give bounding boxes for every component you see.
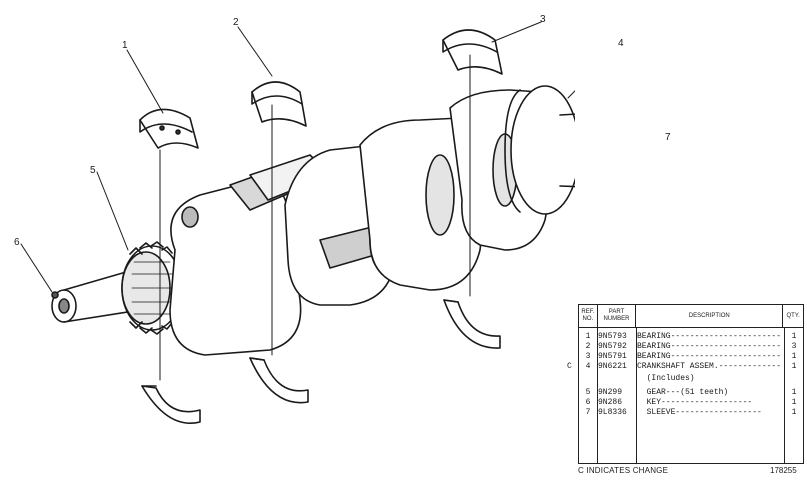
header-part-number: PART NUMBER (598, 305, 637, 327)
row-qty: 1 (791, 332, 797, 341)
change-indicator-note: C INDICATES CHANGE (578, 466, 669, 475)
header-ref-no: REF. NO. (579, 305, 598, 327)
table-row: 7 9L8336 SLEEVE------------------ 1 (579, 408, 803, 418)
row-qty: 1 (791, 352, 797, 361)
upper-bearing-3 (442, 29, 503, 75)
row-description: GEAR---(51 teeth) (637, 388, 729, 397)
timing-gear (121, 241, 183, 335)
row-description: CRANKSHAFT ASSEM.------------- (637, 362, 782, 371)
row-qty: 1 (791, 398, 797, 407)
row-description: BEARING----------------------- (637, 352, 782, 361)
crankshaft-body (169, 85, 575, 356)
row-part-number: 9N286 (598, 398, 623, 407)
shaft-nose (51, 267, 141, 323)
change-marker: C (567, 362, 572, 371)
row-part-number: 9N6221 (598, 362, 627, 371)
parts-list-table: REF. NO. PART NUMBER DESCRIPTION QTY. 1 … (567, 304, 804, 464)
row-ref: 1 (585, 332, 591, 341)
row-description: BEARING----------------------- (637, 342, 782, 351)
header-qty: QTY. (786, 312, 800, 319)
lower-bearing-3 (443, 299, 501, 349)
table-body: 1 9N5793 BEARING----------------------- … (567, 328, 803, 464)
row-part-number: 9N5792 (598, 342, 627, 351)
row-ref: 5 (585, 388, 591, 397)
callout-6: 6 (14, 237, 20, 248)
drawing-number: 178255 (770, 466, 797, 475)
row-qty: 3 (791, 342, 797, 351)
table-row: 2 9N5792 BEARING----------------------- … (579, 342, 803, 352)
row-ref: 2 (585, 342, 591, 351)
row-ref: 7 (585, 408, 591, 417)
row-part-number: 9N5791 (598, 352, 627, 361)
callout-4: 4 (618, 38, 624, 49)
row-qty: 1 (791, 408, 797, 417)
table-header: REF. NO. PART NUMBER DESCRIPTION QTY. (579, 305, 803, 328)
leader-lines (20, 21, 575, 381)
row-description: SLEEVE------------------ (637, 408, 762, 417)
callout-5: 5 (90, 165, 96, 176)
row-part-number: 9N5793 (598, 332, 627, 341)
lower-bearing-2 (249, 357, 309, 404)
lower-bearing-1 (141, 385, 201, 424)
upper-bearing-2 (251, 81, 307, 127)
row-ref: 6 (585, 398, 591, 407)
table-row: 6 9N286 KEY------------------- 1 (579, 398, 803, 408)
crankshaft-exploded-diagram: 1 2 3 5 6 (14, 14, 575, 424)
header-description: DESCRIPTION (636, 305, 784, 327)
row-qty: 1 (791, 388, 797, 397)
row-part-number: 9L8336 (598, 408, 627, 417)
table-row: C 4 9N6221 CRANKSHAFT ASSEM.------------… (567, 362, 803, 372)
row-description: (Includes) (637, 374, 695, 383)
row-part-number: 9N299 (598, 388, 623, 397)
row-ref: 3 (585, 352, 591, 361)
row-ref: 4 (585, 362, 591, 371)
table-row: 1 9N5793 BEARING----------------------- … (579, 332, 803, 342)
callout-2: 2 (233, 17, 239, 28)
callout-1: 1 (122, 40, 128, 51)
row-qty: 1 (791, 362, 797, 371)
table-row: 5 9N299 GEAR---(51 teeth) 1 (579, 388, 803, 398)
callout-3: 3 (540, 14, 546, 25)
row-description: KEY------------------- (637, 398, 753, 407)
callout-7: 7 (665, 132, 671, 143)
table-row: (Includes) (579, 374, 803, 384)
row-description: BEARING----------------------- (637, 332, 782, 341)
upper-bearing-1 (139, 108, 199, 149)
table-row: 3 9N5791 BEARING----------------------- … (579, 352, 803, 362)
